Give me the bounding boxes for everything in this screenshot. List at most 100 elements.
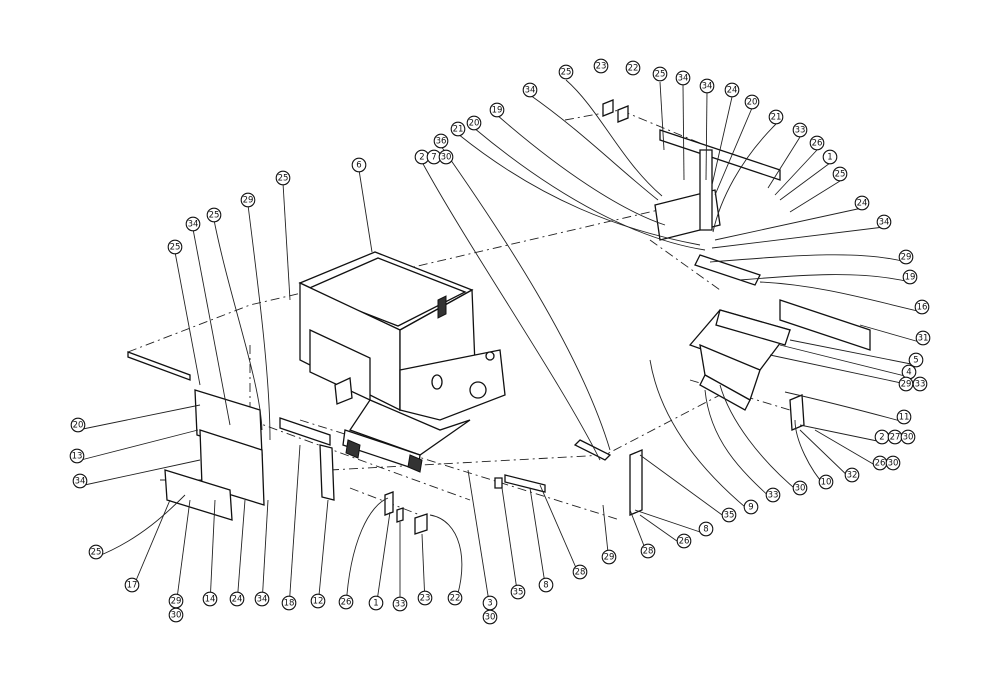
callout-circle bbox=[724, 82, 740, 98]
callout-c71: 36 bbox=[433, 133, 449, 149]
callout-number: 34 bbox=[188, 220, 199, 230]
callout-c6: 34 bbox=[699, 78, 715, 94]
callout-c52: 34 bbox=[254, 591, 270, 607]
callout-number: 19 bbox=[492, 106, 503, 116]
callout-circle bbox=[538, 577, 554, 593]
callout-number: 30 bbox=[485, 613, 496, 623]
callout-circle bbox=[652, 66, 668, 82]
callout-c10: 33 bbox=[792, 122, 808, 138]
callout-number: 25 bbox=[170, 243, 181, 253]
callout-number: 34 bbox=[257, 595, 268, 605]
callout-c33: 33 bbox=[765, 487, 781, 503]
callout-circle bbox=[572, 564, 588, 580]
callout-circle bbox=[912, 376, 928, 392]
callout-number: 8 bbox=[543, 581, 548, 591]
callout-circle bbox=[902, 269, 918, 285]
callout-c24: 11 bbox=[896, 409, 912, 425]
callout-c35: 35 bbox=[721, 507, 737, 523]
callout-c7: 24 bbox=[724, 82, 740, 98]
callout-c20: 5 bbox=[908, 352, 924, 368]
callout-number: 28 bbox=[575, 568, 586, 578]
callout-c19: 31 bbox=[915, 330, 931, 346]
chute-outlet bbox=[699, 374, 751, 411]
callout-number: 29 bbox=[171, 597, 182, 607]
callout-number: 12 bbox=[313, 597, 324, 607]
callout-number: 23 bbox=[596, 62, 607, 72]
callout-circle bbox=[310, 593, 326, 609]
callout-number: 25 bbox=[655, 70, 666, 80]
callout-circle bbox=[844, 467, 860, 483]
callout-circle bbox=[88, 544, 104, 560]
callout-number: 24 bbox=[857, 199, 868, 209]
callout-circle bbox=[699, 78, 715, 94]
callout-c42: 35 bbox=[510, 584, 526, 600]
callout-number: 5 bbox=[913, 356, 918, 366]
callout-number: 30 bbox=[795, 484, 806, 494]
callout-circle bbox=[438, 149, 454, 165]
upper-clip-b bbox=[617, 105, 629, 123]
front-plate-slot bbox=[431, 374, 443, 390]
callout-circle bbox=[898, 249, 914, 265]
callout-c45: 22 bbox=[447, 590, 463, 606]
callout-c5: 34 bbox=[675, 70, 691, 86]
left-panel-assembly bbox=[127, 351, 335, 521]
callout-circle bbox=[908, 352, 924, 368]
callout-circle bbox=[368, 595, 384, 611]
callout-number: 27 bbox=[890, 433, 901, 443]
callout-c27: 30 bbox=[900, 429, 916, 445]
callout-number: 28 bbox=[643, 547, 654, 557]
callout-circle bbox=[675, 70, 691, 86]
callout-circle bbox=[832, 166, 848, 182]
callout-c8: 20 bbox=[744, 94, 760, 110]
left-slide-bar bbox=[279, 417, 331, 446]
right-chute-assembly bbox=[688, 254, 871, 431]
callout-number: 26 bbox=[875, 459, 886, 469]
callout-c74: 19 bbox=[489, 102, 505, 118]
callout-number: 30 bbox=[888, 459, 899, 469]
callout-c4: 25 bbox=[652, 66, 668, 82]
left-slide-arm bbox=[319, 444, 335, 501]
callout-number: 1 bbox=[827, 153, 832, 163]
callout-c56: 30 bbox=[168, 607, 184, 623]
callout-circle bbox=[450, 121, 466, 137]
callout-number: 10 bbox=[821, 478, 832, 488]
callout-circle bbox=[744, 94, 760, 110]
callout-c75: 34 bbox=[522, 82, 538, 98]
base-mount-left bbox=[345, 439, 361, 459]
callout-number: 25 bbox=[835, 170, 846, 180]
callout-c67: 6 bbox=[351, 157, 367, 173]
callout-circle bbox=[818, 474, 834, 490]
callout-number: 32 bbox=[847, 471, 858, 481]
callout-c73: 20 bbox=[466, 115, 482, 131]
callout-circle bbox=[447, 590, 463, 606]
callout-number: 30 bbox=[903, 433, 914, 443]
callout-c70: 30 bbox=[438, 149, 454, 165]
callout-c60: 13 bbox=[69, 448, 85, 464]
callout-circle bbox=[822, 149, 838, 165]
lower-hardware bbox=[384, 439, 643, 535]
callout-circle bbox=[281, 595, 297, 611]
callout-number: 33 bbox=[915, 380, 926, 390]
pin-a bbox=[384, 491, 394, 516]
callout-number: 22 bbox=[450, 594, 461, 604]
callout-c23: 33 bbox=[912, 376, 928, 392]
callout-c69: 7 bbox=[426, 149, 442, 165]
bushing bbox=[414, 513, 428, 535]
callout-c38: 28 bbox=[640, 543, 656, 559]
callout-number: 25 bbox=[561, 68, 572, 78]
callout-circle bbox=[489, 102, 505, 118]
callout-number: 34 bbox=[678, 74, 689, 84]
callout-circle bbox=[792, 122, 808, 138]
callout-number: 34 bbox=[879, 218, 890, 228]
callout-circle bbox=[593, 58, 609, 74]
callout-number: 33 bbox=[768, 491, 779, 501]
callout-circle bbox=[338, 594, 354, 610]
callout-number: 36 bbox=[436, 137, 447, 147]
drive-shaft bbox=[504, 474, 546, 493]
callout-number: 23 bbox=[420, 594, 431, 604]
callout-number: 35 bbox=[513, 588, 524, 598]
front-plate-hole bbox=[469, 381, 487, 399]
callout-c64: 25 bbox=[206, 207, 222, 223]
